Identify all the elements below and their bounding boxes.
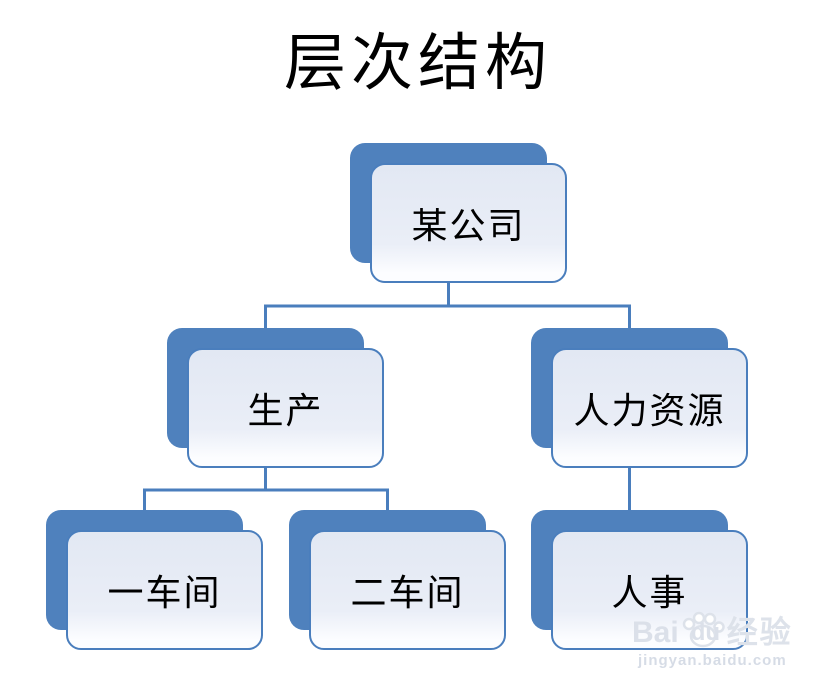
org-node-production: 生产	[167, 328, 384, 468]
node-label: 二车间	[350, 573, 465, 613]
node-label: 生产	[247, 391, 324, 431]
watermark-brand: Bai du 经验	[632, 610, 793, 650]
baidu-jingyan-watermark: Bai du 经验 jingyan.baidu.com	[632, 610, 793, 669]
paw-icon: du	[680, 610, 726, 650]
org-node-company: 某公司	[350, 143, 567, 283]
watermark-brand-prefix: Bai	[632, 616, 679, 649]
org-node-hr: 人力资源	[531, 328, 748, 468]
node-box: 生产	[187, 348, 384, 468]
node-box: 二车间	[309, 530, 506, 650]
watermark-url: jingyan.baidu.com	[638, 652, 787, 669]
node-label: 一车间	[107, 573, 222, 613]
connector-company-children	[264, 283, 631, 336]
node-label: 人力资源	[573, 391, 726, 431]
diagram-title: 层次结构	[283, 30, 552, 98]
watermark-brand-suffix: du	[690, 619, 721, 646]
org-node-workshop1: 一车间	[46, 510, 263, 650]
watermark-brand-cn: 经验	[726, 615, 793, 650]
node-label: 某公司	[411, 206, 526, 246]
connector-production-children	[143, 468, 389, 518]
node-box: 一车间	[66, 530, 263, 650]
node-box: 人力资源	[551, 348, 748, 468]
node-box: 某公司	[370, 163, 567, 283]
node-label: 人事	[611, 573, 688, 613]
org-node-workshop2: 二车间	[289, 510, 506, 650]
